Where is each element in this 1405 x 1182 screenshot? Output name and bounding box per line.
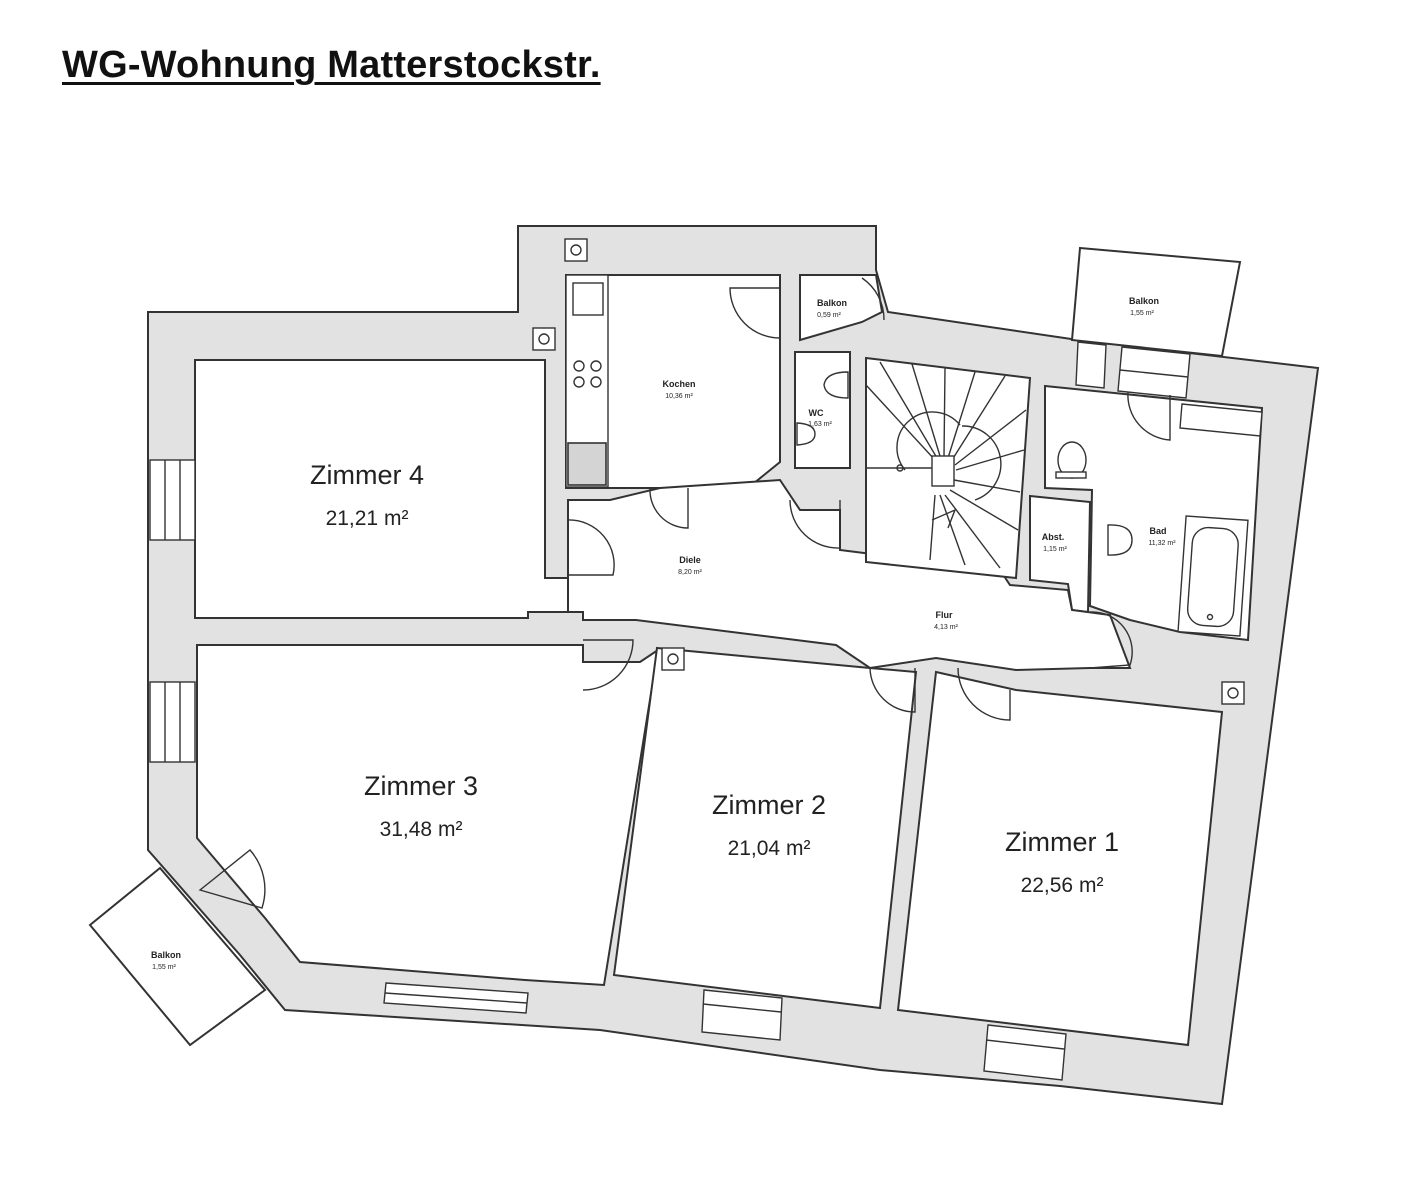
staircase-steps — [865, 361, 1027, 569]
room-balcony-kitchen — [799, 274, 884, 342]
zimmer3-name: Zimmer 3 — [364, 771, 478, 801]
balkon-bath-name: Balkon — [1129, 296, 1159, 306]
chimney-vents — [532, 238, 1245, 705]
windows — [149, 341, 1263, 1081]
bad-name: Bad — [1149, 526, 1166, 536]
diele-area: 8,20 m² — [678, 569, 702, 576]
kochen-area: 10,36 m² — [665, 393, 693, 400]
zimmer3-area: 31,48 m² — [380, 818, 463, 841]
page-title: WG-Wohnung Matterstockstr. — [62, 44, 601, 86]
balkon-kitchen-name: Balkon — [817, 298, 847, 308]
zimmer2-area: 21,04 m² — [728, 837, 811, 860]
balkon-zimmer3-name: Balkon — [151, 950, 181, 960]
wc-area: 1,63 m² — [808, 421, 832, 428]
zimmer1-area: 22,56 m² — [1021, 874, 1104, 897]
zimmer1-name: Zimmer 1 — [1005, 827, 1119, 857]
room-hallway — [567, 478, 1132, 672]
zimmer4-area: 21,21 m² — [326, 507, 409, 530]
flur-area: 4,13 m² — [934, 624, 958, 631]
balcony-bathroom-slab — [1070, 246, 1242, 358]
abst-name: Abst. — [1042, 532, 1065, 542]
zimmer2-name: Zimmer 2 — [712, 790, 826, 820]
room-zimmer2 — [612, 646, 918, 1010]
zimmer4-name: Zimmer 4 — [310, 460, 424, 490]
kitchen-counter — [565, 274, 609, 488]
balkon-bath-area: 1,55 m² — [1130, 310, 1154, 317]
kochen-name: Kochen — [662, 379, 695, 389]
balkon-kitchen-area: 0,59 m² — [817, 312, 841, 319]
bath-fixtures — [796, 371, 1249, 637]
room-zimmer1 — [896, 670, 1224, 1047]
bad-area: 11,32 m² — [1148, 540, 1176, 547]
wc-name: WC — [809, 408, 824, 418]
abst-area: 1,15 m² — [1043, 546, 1067, 553]
door-swings — [198, 277, 1171, 909]
room-zimmer3 — [196, 644, 660, 987]
flur-name: Flur — [936, 610, 953, 620]
diele-name: Diele — [679, 555, 701, 565]
balkon-zimmer3-area: 1,55 m² — [152, 964, 176, 971]
balcony-zimmer3-slab — [88, 866, 267, 1047]
